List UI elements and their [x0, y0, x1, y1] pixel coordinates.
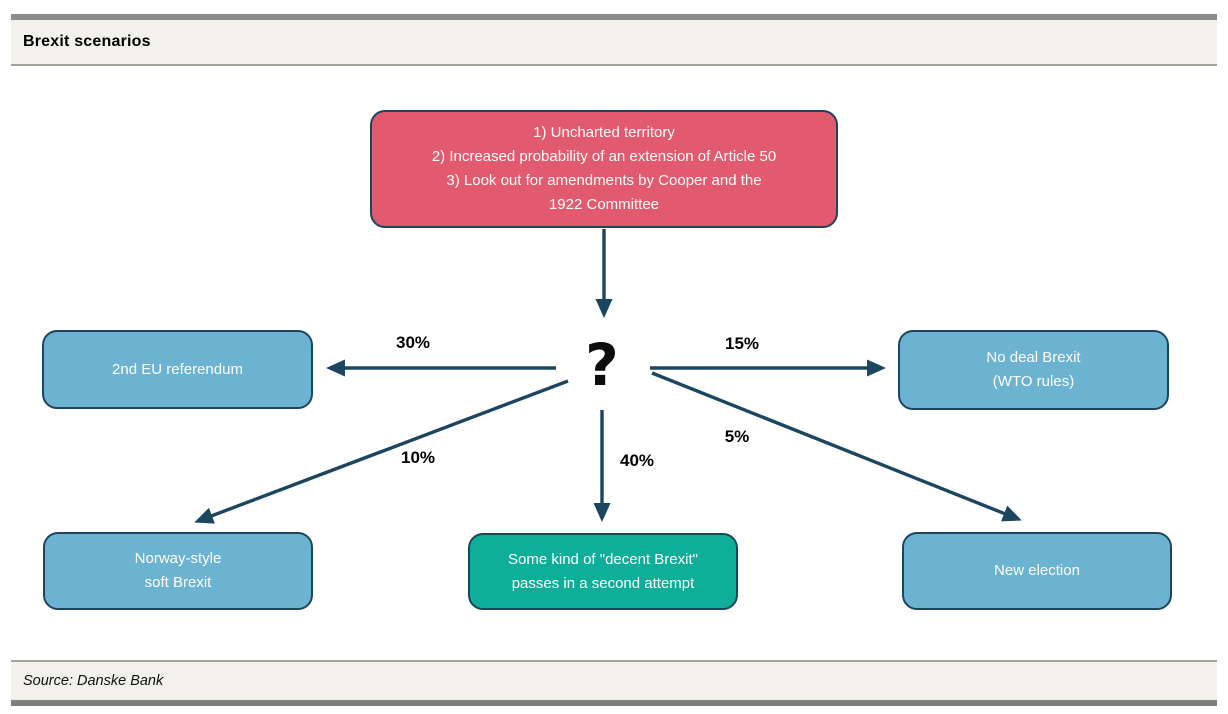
- node-norway-style-soft-brexit: Norway-style soft Brexit: [43, 532, 313, 610]
- bottom-divider-bar: [11, 700, 1217, 706]
- probability-label-decent-brexit: 40%: [619, 451, 655, 470]
- probability-label-norway-style-soft-brexit: 10%: [400, 448, 436, 467]
- node-current-situation: 1) Uncharted territory 2) Increased prob…: [370, 110, 838, 228]
- footer: Source: Danske Bank: [11, 660, 1217, 700]
- page-title: Brexit scenarios: [23, 33, 151, 50]
- probability-label-new-election: 5%: [724, 427, 750, 446]
- node-decent-brexit: Some kind of "decent Brexit" passes in a…: [468, 533, 738, 610]
- arrow-to-norway-style-soft-brexit: [194, 379, 569, 524]
- header: Brexit scenarios: [11, 20, 1217, 66]
- probability-label-no-deal-brexit: 15%: [724, 334, 760, 353]
- arrow-to-new-election: [651, 371, 1022, 522]
- source-note: Source: Danske Bank: [23, 673, 164, 689]
- node-new-election: New election: [902, 532, 1172, 610]
- probability-label-2nd-eu-referendum: 30%: [395, 333, 431, 352]
- node-no-deal-brexit: No deal Brexit (WTO rules): [898, 330, 1169, 410]
- question-mark: ?: [585, 331, 619, 399]
- top-divider-bar: [11, 14, 1217, 20]
- node-2nd-eu-referendum: 2nd EU referendum: [42, 330, 313, 409]
